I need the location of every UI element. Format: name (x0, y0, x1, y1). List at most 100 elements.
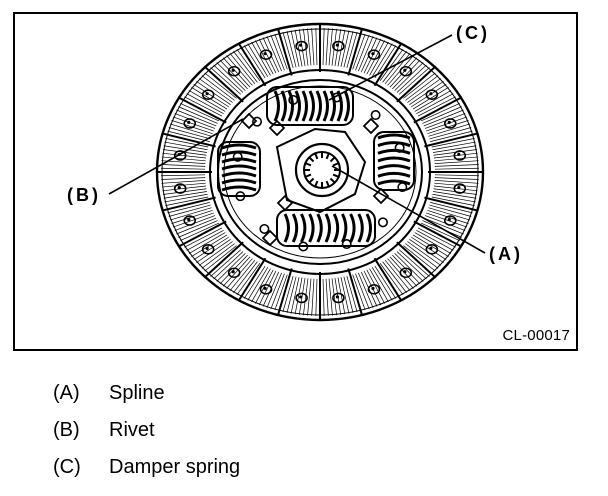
plate-rivet (370, 110, 381, 121)
figure-code: CL-00017 (502, 327, 570, 344)
disc-outer-edge (155, 22, 485, 322)
facing-groove-line (416, 229, 454, 251)
spline-tooth (314, 180, 319, 188)
facing-groove-line (358, 36, 374, 72)
facing-groove-line (422, 106, 462, 124)
facing-rivet (183, 215, 197, 226)
facing-groove-line (163, 191, 207, 199)
facing-rivet (453, 150, 467, 161)
facing-groove-line (303, 278, 309, 316)
legend-item-rivet: (B)Rivet (53, 416, 240, 453)
facing-groove-line (204, 72, 237, 99)
facing-groove-line (431, 196, 475, 206)
facing-groove-line (233, 261, 258, 293)
facing-groove-line (247, 267, 269, 301)
facing-rivet-center (447, 120, 451, 124)
facing-groove-line (193, 84, 229, 108)
facing-groove-line (229, 53, 256, 85)
spring-coil (329, 90, 336, 122)
spline-tooth (304, 162, 312, 167)
facing-groove-line (201, 243, 235, 269)
facing-rivet-center (335, 43, 340, 47)
facing-groove-line (180, 222, 220, 242)
facing-groove-line (286, 276, 297, 313)
facing-groove-line (384, 53, 411, 85)
facing-groove-line (343, 31, 354, 68)
disc-outer-bevel (161, 28, 479, 316)
facing-groove-line (374, 265, 397, 299)
callout-c-label: (C) (456, 23, 490, 43)
facing-groove-line (331, 28, 337, 66)
facing-groove-line (355, 34, 370, 71)
facing-groove-line (222, 57, 251, 88)
spring-coil (221, 164, 257, 171)
spline-tooth (329, 156, 336, 163)
facing-groove-line (420, 102, 460, 122)
facing-rivet-center (447, 218, 451, 222)
facing-groove-line (352, 33, 366, 70)
facing-groove-line (198, 241, 233, 266)
facing-groove-line (416, 93, 454, 115)
facing-groove-line (398, 249, 430, 277)
hub-diamond-window (261, 229, 279, 247)
legend-label: Rivet (109, 419, 155, 441)
facing-groove-line (426, 212, 468, 228)
facing-rivet-center (231, 270, 235, 274)
facing-groove-line (178, 220, 218, 238)
facing-groove-line (191, 87, 228, 110)
damper-spring-bottom (276, 209, 376, 247)
facing-groove-line (172, 212, 214, 228)
facing-groove-line (382, 261, 407, 293)
facing-groove-line (433, 191, 477, 199)
facing-groove-line (233, 51, 258, 83)
facing-rivet (367, 284, 381, 295)
facing-rivet-center (187, 218, 191, 222)
facing-groove-line (434, 174, 479, 177)
facing-rivet-center (335, 295, 340, 299)
spring-coil (324, 213, 331, 243)
legend-key: (C) (53, 456, 81, 478)
facing-groove-line (219, 59, 248, 90)
facing-groove-line (167, 130, 210, 142)
facing-groove-line (236, 263, 261, 295)
facing-groove-line (382, 51, 407, 83)
facing-groove-line (334, 29, 342, 66)
facing-groove-line (423, 217, 464, 235)
facing-groove-line (346, 31, 358, 69)
facing-groove-line (369, 268, 389, 303)
facing-groove-line (432, 141, 476, 151)
facing-groove-line (188, 232, 226, 254)
facing-groove-line (165, 196, 209, 206)
spring-coil (377, 141, 411, 148)
facing-rivet (201, 89, 215, 100)
facing-rivet (295, 292, 308, 304)
facing-groove-line (379, 263, 404, 295)
facing-groove-line (428, 123, 470, 137)
plate-rivet (341, 239, 352, 250)
facing-groove-line (282, 31, 294, 69)
facing-groove-line (193, 236, 229, 260)
facing-groove-line (274, 33, 288, 70)
facing-groove-line (325, 278, 329, 316)
facing-rivet-center (403, 270, 407, 274)
spring-coil (221, 157, 257, 164)
hub-diamond-window (240, 112, 258, 130)
facing-groove-line (266, 36, 282, 72)
facing-groove-line (161, 164, 206, 167)
facing-groove-line (417, 96, 456, 117)
facing-groove-line (243, 265, 266, 299)
facing-groove-line (186, 93, 224, 115)
spring-coil (221, 178, 257, 185)
friction-facing (156, 23, 484, 321)
facing-groove-line (346, 275, 358, 313)
facing-groove-line (407, 241, 442, 266)
facing-groove-line (294, 277, 303, 315)
facing-groove-line (403, 72, 436, 99)
facing-groove-line (355, 273, 370, 310)
legend-label: Damper spring (109, 456, 241, 478)
hub-flange (275, 127, 367, 214)
facing-groove-line (412, 87, 449, 110)
facing-rivet (173, 150, 187, 161)
facing-segment-line (169, 171, 321, 252)
facing-groove-line (216, 62, 246, 91)
